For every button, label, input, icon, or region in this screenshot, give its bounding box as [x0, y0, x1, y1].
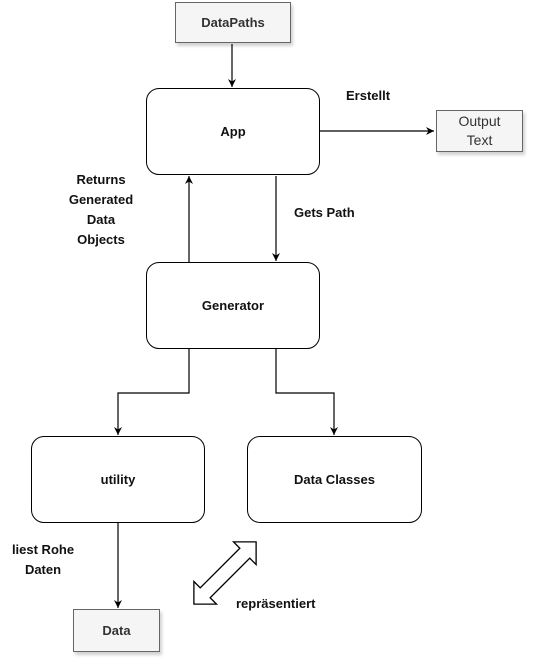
- output-text-label: Output Text: [458, 113, 501, 148]
- double-arrow-icon: [193, 541, 257, 605]
- data-label: Data: [102, 623, 131, 638]
- utility-node[interactable]: utility: [31, 436, 205, 523]
- data-classes-label: Data Classes: [294, 472, 375, 487]
- edge-generator-dataclasses: [275, 349, 338, 435]
- utility-label: utility: [100, 472, 136, 487]
- app-label: App: [220, 124, 246, 139]
- erstellt-label: Erstellt: [346, 88, 391, 103]
- gets-path-label: Gets Path: [294, 205, 355, 220]
- generator-label: Generator: [201, 298, 265, 313]
- app-node[interactable]: App: [146, 88, 320, 175]
- repraesentiert-label: repräsentiert: [236, 596, 316, 611]
- edge-generator-utility: [114, 349, 190, 435]
- generator-node[interactable]: Generator: [146, 262, 320, 349]
- data-classes-node[interactable]: Data Classes: [247, 436, 422, 523]
- datapaths-node[interactable]: DataPaths: [175, 2, 291, 43]
- data-node[interactable]: Data: [73, 609, 160, 652]
- datapaths-label: DataPaths: [201, 15, 265, 30]
- returns-label: Returns Generated Data Objects: [68, 172, 134, 247]
- output-text-node[interactable]: Output Text: [436, 110, 523, 152]
- liest-label: liest Rohe Daten: [11, 542, 75, 577]
